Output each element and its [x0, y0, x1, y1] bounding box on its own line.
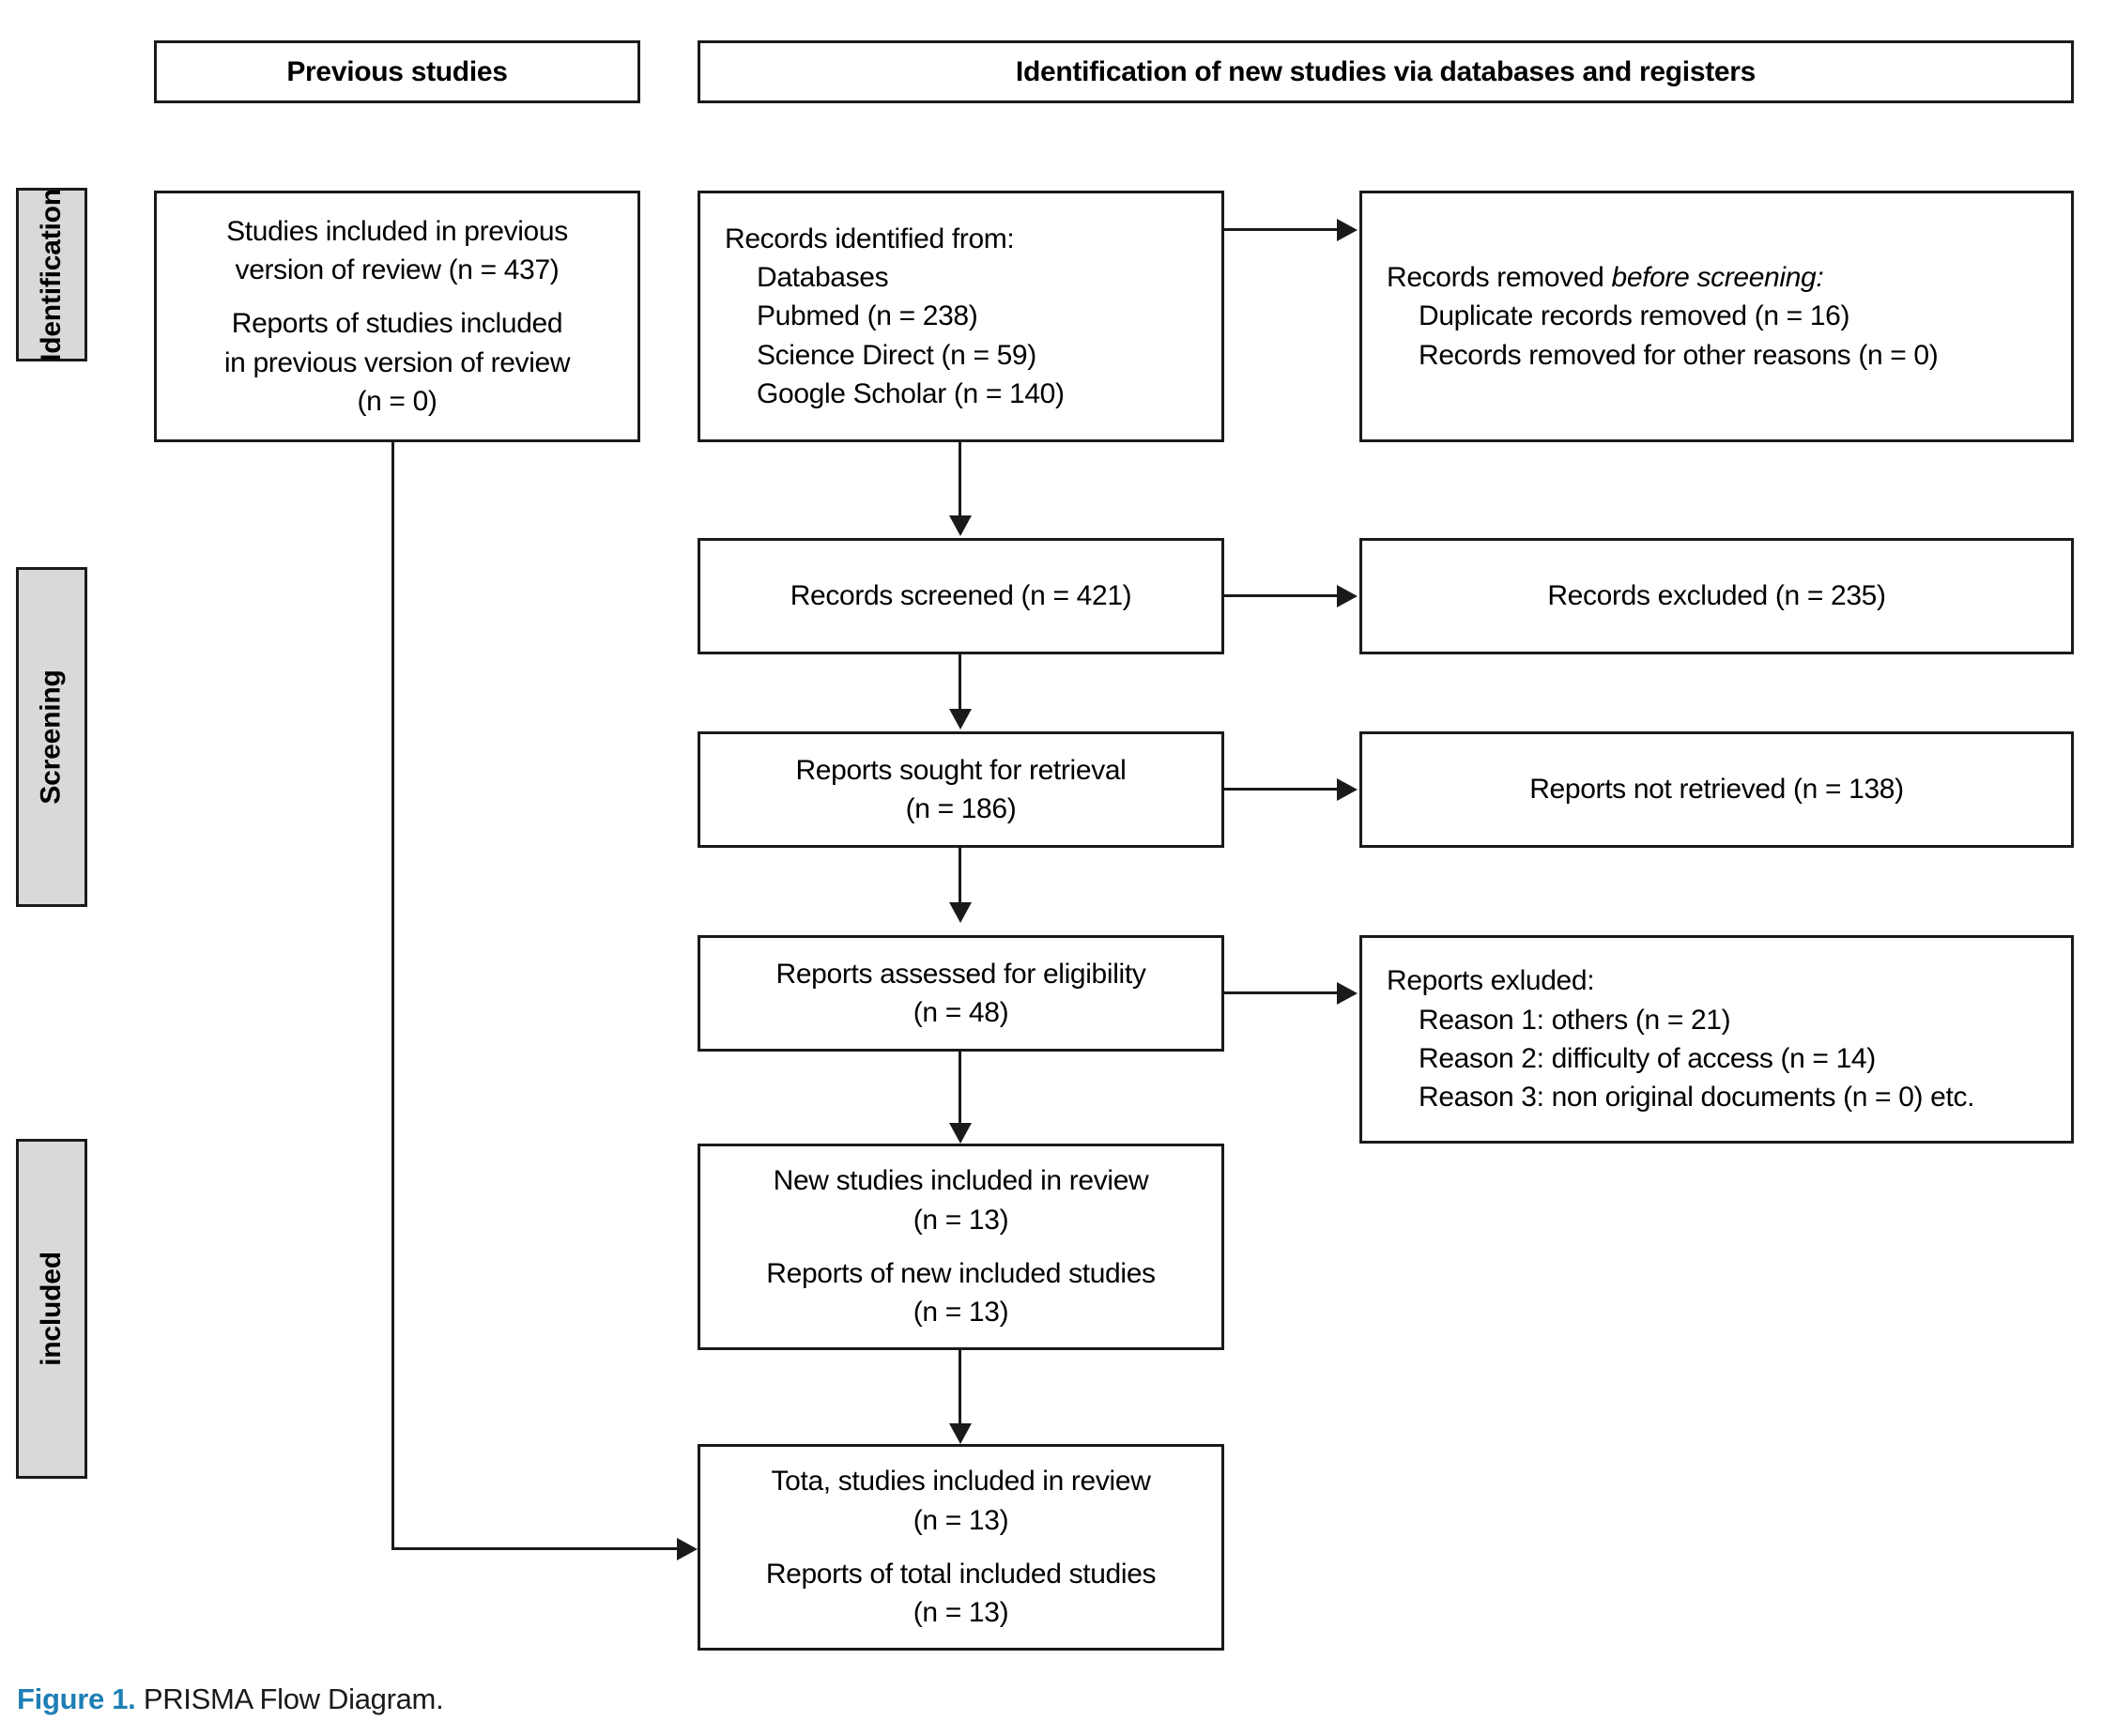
arrowhead-sought-to-not-retrieved — [1337, 778, 1358, 801]
records-removed-item-1: Duplicate records removed (n = 16) — [1419, 300, 1850, 332]
connector-identified-to-screened — [959, 442, 961, 517]
figure-caption-text: PRISMA Flow Diagram. — [135, 1682, 444, 1715]
previous-studies-line-2: version of review (n = 437) — [235, 253, 560, 285]
reports-assessed-line-1: Reports assessed for eligibility — [775, 958, 1146, 990]
records-removed-item-2: Records removed for other reasons (n = 0… — [1419, 339, 1939, 371]
column-header-previous-studies: Previous studies — [154, 40, 640, 103]
figure-caption: Figure 1. PRISMA Flow Diagram. — [17, 1682, 444, 1716]
box-records-identified: Records identified from: Databases Pubme… — [698, 191, 1224, 442]
records-identified-item-1: Databases — [757, 261, 889, 293]
new-included-line-2: (n = 13) — [913, 1204, 1009, 1236]
total-included-line-2: (n = 13) — [913, 1504, 1009, 1536]
box-records-screened-text: Records screened (n = 421) — [700, 576, 1221, 615]
previous-studies-line-1: Studies included in previous — [226, 215, 568, 247]
connector-previous-to-total-horizontal — [391, 1547, 683, 1550]
box-records-identified-text: Records identified from: Databases Pubme… — [700, 220, 1221, 414]
box-records-screened: Records screened (n = 421) — [698, 538, 1224, 654]
connector-assessed-to-new-included — [959, 1052, 961, 1125]
arrowhead-identified-to-screened — [949, 515, 972, 536]
previous-studies-line-3: Reports of studies included — [231, 308, 563, 340]
arrowhead-previous-to-total — [677, 1538, 698, 1560]
box-total-studies-included-text: Tota, studies included in review (n = 13… — [700, 1462, 1221, 1633]
reports-sought-line-2: (n = 186) — [905, 793, 1017, 824]
previous-studies-line-4: in previous version of review — [223, 346, 571, 378]
figure-number: Figure 1. — [17, 1682, 136, 1715]
stage-label-screening: Screening — [16, 567, 87, 907]
total-included-line-1: Tota, studies included in review — [771, 1466, 1151, 1498]
box-previous-studies: Studies included in previous version of … — [154, 191, 640, 442]
stage-label-included-text: included — [36, 1252, 67, 1366]
box-records-excluded-text: Records excluded (n = 235) — [1362, 576, 2071, 615]
stage-label-screening-text: Screening — [36, 669, 67, 805]
spacer — [713, 1540, 1208, 1555]
connector-assessed-to-excluded — [1224, 991, 1339, 994]
box-new-studies-included: New studies included in review (n = 13) … — [698, 1144, 1224, 1350]
reports-excluded-item-3: Reason 3: non original documents (n = 0)… — [1419, 1082, 1975, 1114]
arrowhead-sought-to-assessed — [949, 902, 972, 923]
total-included-line-3: Reports of total included studies — [765, 1559, 1157, 1590]
arrowhead-assessed-to-excluded — [1337, 982, 1358, 1005]
records-screened-line-1: Records screened (n = 421) — [790, 580, 1132, 612]
box-records-removed: Records removed before screening: Duplic… — [1359, 191, 2074, 442]
connector-sought-to-not-retrieved — [1224, 788, 1339, 791]
new-included-line-4: (n = 13) — [913, 1297, 1009, 1329]
box-total-studies-included: Tota, studies included in review (n = 13… — [698, 1444, 1224, 1651]
connector-screened-to-sought — [959, 654, 961, 711]
records-identified-title: Records identified from: — [725, 223, 1015, 254]
connector-new-included-to-total — [959, 1350, 961, 1425]
new-included-line-1: New studies included in review — [773, 1165, 1149, 1197]
arrowhead-assessed-to-new-included — [949, 1123, 972, 1144]
spacer — [713, 1239, 1208, 1254]
records-removed-title-plain: Records removed — [1387, 261, 1612, 293]
box-records-removed-text: Records removed before screening: Duplic… — [1362, 258, 2071, 375]
spacer — [170, 289, 624, 304]
box-reports-sought-text: Reports sought for retrieval (n = 186) — [700, 751, 1221, 829]
arrowhead-identified-to-removed — [1337, 219, 1358, 241]
stage-label-identification-text: Identification — [36, 188, 67, 361]
arrowhead-screened-to-sought — [949, 709, 972, 730]
arrowhead-new-included-to-total — [949, 1423, 972, 1444]
records-removed-title-italic: before screening: — [1611, 261, 1824, 293]
records-identified-item-3: Science Direct (n = 59) — [757, 339, 1036, 371]
column-header-new-studies-text: Identification of new studies via databa… — [1015, 55, 1757, 87]
new-included-line-3: Reports of new included studies — [766, 1258, 1156, 1289]
box-reports-excluded-text: Reports exluded: Reason 1: others (n = 2… — [1362, 961, 2071, 1117]
box-reports-excluded: Reports exluded: Reason 1: others (n = 2… — [1359, 935, 2074, 1144]
records-identified-item-2: Pubmed (n = 238) — [757, 300, 978, 332]
box-reports-assessed-text: Reports assessed for eligibility (n = 48… — [700, 955, 1221, 1033]
records-identified-item-4: Google Scholar (n = 140) — [757, 378, 1065, 410]
connector-identified-to-removed — [1224, 228, 1339, 231]
box-reports-not-retrieved-text: Reports not retrieved (n = 138) — [1362, 770, 2071, 808]
arrowhead-screened-to-excluded — [1337, 585, 1358, 607]
stage-label-included: included — [16, 1139, 87, 1479]
reports-excluded-item-2: Reason 2: difficulty of access (n = 14) — [1419, 1043, 1876, 1074]
column-header-new-studies: Identification of new studies via databa… — [698, 40, 2074, 103]
connector-previous-to-total-vertical — [391, 442, 394, 1550]
box-reports-sought: Reports sought for retrieval (n = 186) — [698, 731, 1224, 848]
box-new-studies-included-text: New studies included in review (n = 13) … — [700, 1161, 1221, 1332]
reports-excluded-title: Reports exluded: — [1387, 965, 1595, 997]
previous-studies-line-5: (n = 0) — [357, 386, 437, 418]
box-records-excluded: Records excluded (n = 235) — [1359, 538, 2074, 654]
records-excluded-line-1: Records excluded (n = 235) — [1547, 580, 1886, 612]
box-previous-studies-text: Studies included in previous version of … — [157, 212, 637, 422]
reports-assessed-line-2: (n = 48) — [913, 997, 1009, 1028]
connector-sought-to-assessed — [959, 848, 961, 904]
stage-label-identification: Identification — [16, 188, 87, 361]
total-included-line-4: (n = 13) — [913, 1597, 1009, 1629]
connector-screened-to-excluded — [1224, 594, 1339, 597]
reports-sought-line-1: Reports sought for retrieval — [795, 754, 1127, 786]
reports-not-retrieved-line-1: Reports not retrieved (n = 138) — [1529, 774, 1904, 806]
box-reports-not-retrieved: Reports not retrieved (n = 138) — [1359, 731, 2074, 848]
box-reports-assessed: Reports assessed for eligibility (n = 48… — [698, 935, 1224, 1052]
reports-excluded-item-1: Reason 1: others (n = 21) — [1419, 1004, 1731, 1036]
column-header-previous-studies-text: Previous studies — [286, 55, 508, 87]
